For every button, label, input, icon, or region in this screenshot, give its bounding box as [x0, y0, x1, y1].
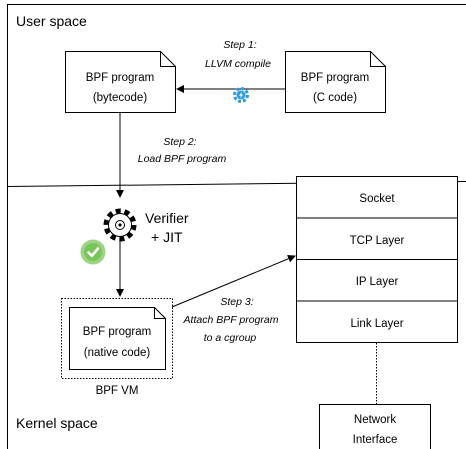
verifier-gear-icon [103, 208, 137, 242]
verifier-line2: + JIT [151, 229, 183, 245]
check-circle-icon [80, 239, 106, 265]
bytecode-doc-fold [160, 51, 176, 67]
bpf-vm-label: BPF VM [96, 385, 139, 397]
step3-arrow [171, 254, 296, 308]
verifier-line1: Verifier [145, 210, 189, 226]
step1-desc: LLVM compile [205, 58, 271, 70]
native-line2: (native code) [84, 347, 151, 359]
c-code-doc-shape [285, 51, 386, 113]
bytecode-doc-shape [65, 51, 176, 113]
native-doc-fold [154, 307, 166, 319]
outer-frame [7, 4, 466, 449]
bytecode-line1: BPF program [86, 72, 154, 84]
stack-layer-tcp [296, 217, 458, 260]
gear-icon [233, 87, 249, 103]
nic-line1: Network [354, 414, 396, 426]
native-doc-shape [69, 307, 166, 370]
stack-label-ip: IP Layer [356, 276, 399, 288]
c-code-line1: BPF program [301, 72, 369, 84]
bpf-vm-container [61, 298, 173, 379]
kernel-space-label: Kernel space [16, 415, 98, 431]
stack-layer-ip [296, 259, 458, 302]
stack-label-tcp: TCP Layer [350, 235, 405, 247]
step3-desc2: to a cgroup [204, 332, 257, 344]
c-code-doc-fold [370, 51, 386, 67]
stack-label-socket: Socket [359, 193, 395, 205]
bytecode-line2: (bytecode) [93, 92, 148, 104]
stack-layer-link [296, 300, 458, 343]
native-line1: BPF program [83, 326, 151, 338]
step2-desc: Load BPF program [138, 153, 227, 165]
stack-layer-socket [296, 176, 458, 219]
step1-title: Step 1: [223, 39, 256, 51]
nic-line2: Interface [353, 434, 398, 446]
stack-label-link: Link Layer [350, 318, 403, 330]
network-stack: Socket TCP Layer IP Layer Link Layer [296, 176, 458, 343]
step2-title: Step 2: [163, 136, 196, 148]
user-space-label: User space [16, 13, 87, 29]
step3-desc1: Attach BPF program [183, 314, 279, 326]
network-interface-box [319, 404, 431, 449]
c-code-line2: (C code) [313, 92, 357, 104]
step3-title: Step 3: [220, 296, 253, 308]
